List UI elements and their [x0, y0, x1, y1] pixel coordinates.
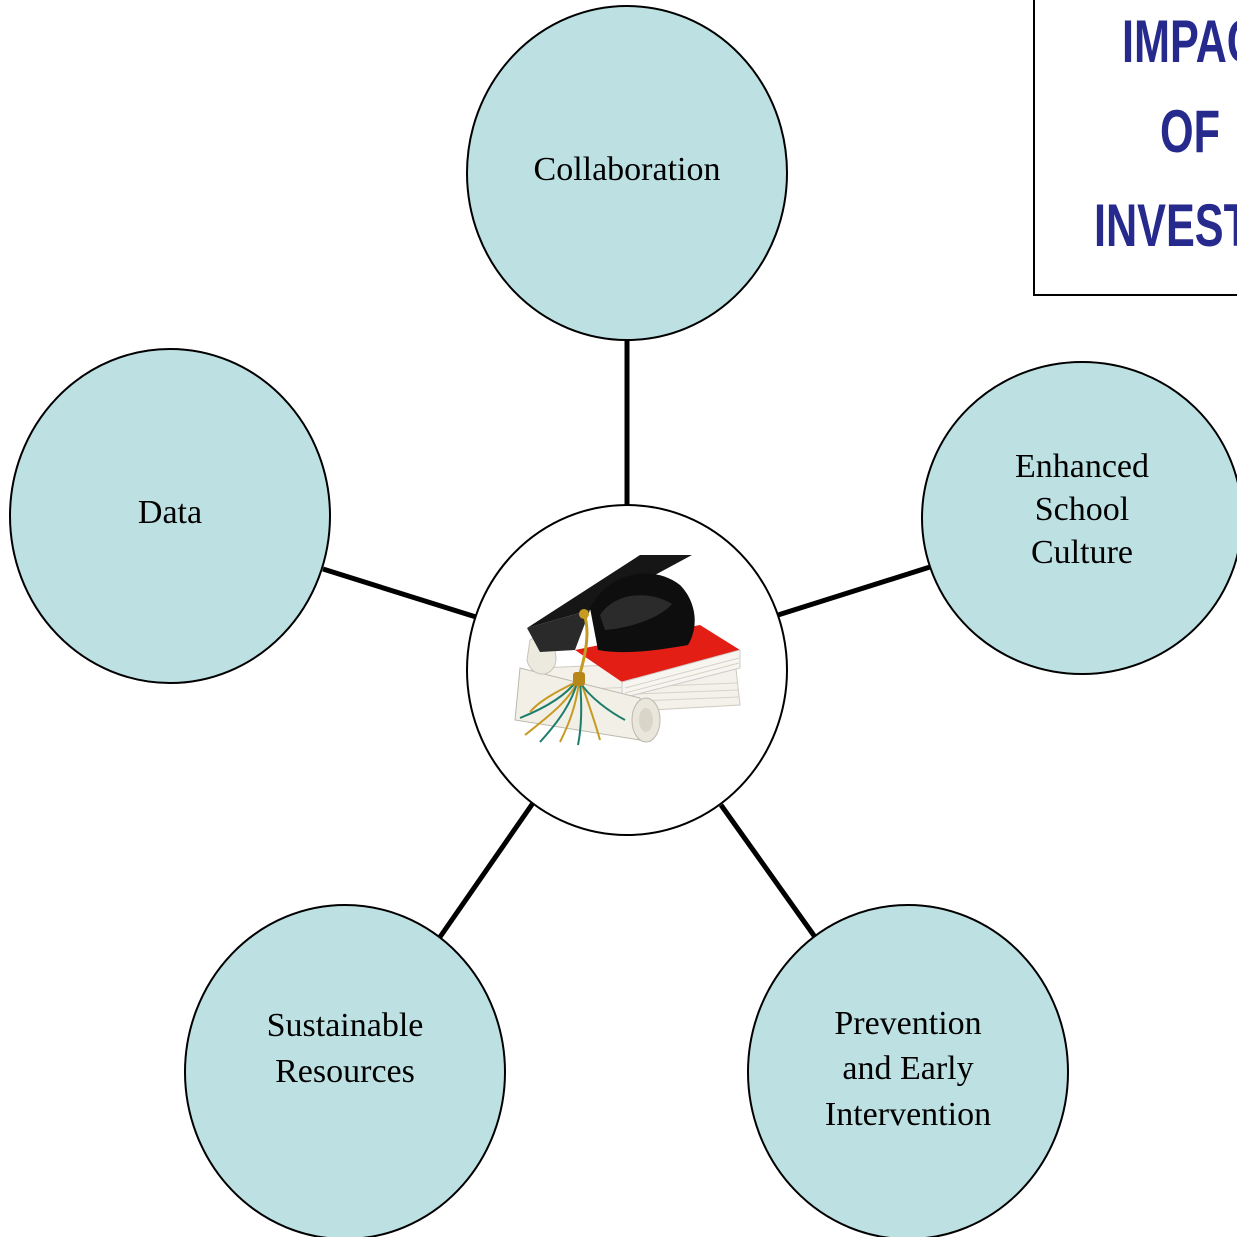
- node-label-line: Prevention: [834, 1005, 981, 1042]
- node-data: Data: [9, 348, 331, 684]
- title-line: INVESTM: [1093, 192, 1237, 259]
- node-label-line: Intervention: [825, 1096, 991, 1133]
- node-circle: [747, 904, 1069, 1237]
- connector-data: [322, 566, 477, 620]
- title-box: IMPAC OF INVESTM: [1033, 0, 1237, 296]
- node-label-line: Culture: [1031, 534, 1133, 571]
- title-line: OF: [1159, 98, 1220, 165]
- node-label-line: and Early: [842, 1050, 973, 1087]
- title-line: IMPAC: [1121, 8, 1237, 75]
- node-circle: [184, 904, 506, 1237]
- node-collaboration: Collaboration: [466, 5, 788, 341]
- connector-prevention-early-intervention: [718, 803, 818, 939]
- node-label-line: Enhanced: [1015, 448, 1149, 485]
- node-label-line: Resources: [275, 1053, 415, 1090]
- node-circle: [9, 348, 331, 684]
- node-prevention-early-intervention: Prevention and Early Intervention: [747, 904, 1069, 1237]
- connector-sustainable-resources: [437, 801, 536, 939]
- node-label-line: Sustainable: [267, 1007, 424, 1044]
- connector-enhanced-school-culture: [777, 564, 931, 618]
- graduation-cap-diploma-books-icon: [514, 555, 741, 746]
- center-hub: [466, 504, 788, 836]
- node-label-line: Collaboration: [534, 151, 721, 188]
- node-circle: [921, 361, 1237, 675]
- node-enhanced-school-culture: Enhanced School Culture: [921, 361, 1237, 675]
- node-label-line: Data: [138, 494, 202, 531]
- node-label-line: School: [1035, 491, 1129, 528]
- node-sustainable-resources: Sustainable Resources: [184, 904, 506, 1237]
- node-circle: [466, 5, 788, 341]
